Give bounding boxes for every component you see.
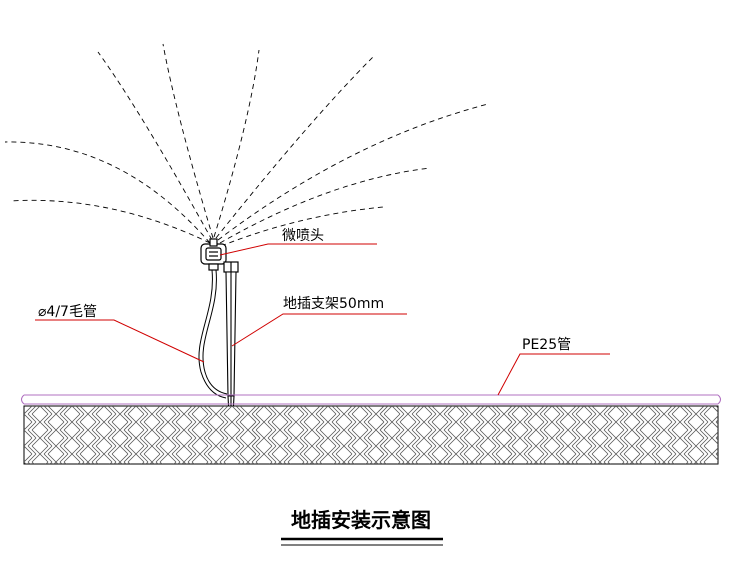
spray-pattern — [4, 43, 489, 247]
capillary-tube — [198, 269, 228, 399]
spray-arc-right-2 — [215, 55, 375, 239]
leader-nozzle — [219, 243, 377, 256]
pe25-pipe — [20, 394, 722, 405]
spray-arc-left-3 — [97, 51, 213, 241]
spray-arc-right-4 — [219, 167, 431, 244]
spray-arc-right-3 — [217, 103, 489, 241]
leader-lines — [35, 243, 610, 396]
spray-arc-left-2 — [9, 199, 211, 244]
label-micro-sprinkler: 微喷头 — [282, 228, 324, 244]
label-ground-stake: 地插支架50mm — [283, 296, 384, 312]
leader-pe-pipe — [497, 353, 610, 396]
leader-capillary — [35, 319, 205, 363]
spray-arc-left-1 — [4, 141, 211, 244]
soil-section — [23, 405, 719, 465]
label-capillary-tube: ⌀4/7毛管 — [38, 304, 97, 320]
spray-arc-right-1 — [213, 49, 260, 238]
leader-stake — [231, 313, 407, 347]
spray-arc-right-5 — [220, 206, 384, 247]
label-pe25-pipe: PE25管 — [522, 337, 571, 353]
spray-arc-left-4 — [162, 43, 214, 239]
micro-sprinkler-head — [200, 238, 239, 273]
diagram-title: 地插安装示意图 — [291, 508, 431, 532]
